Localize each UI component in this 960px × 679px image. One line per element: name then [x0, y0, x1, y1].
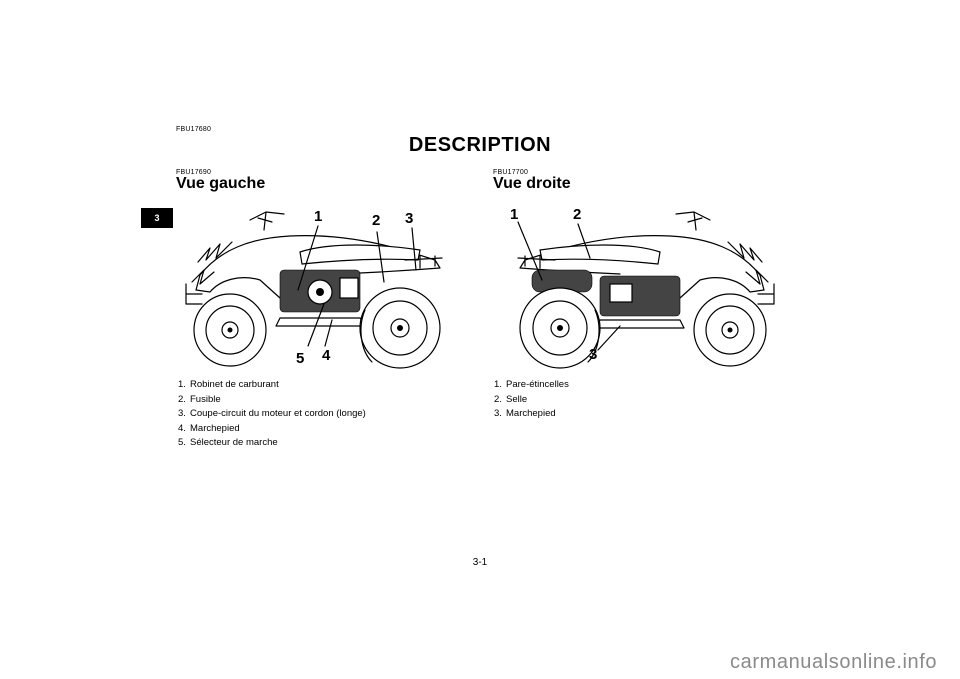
list-item: 5.Sélecteur de marche: [178, 436, 366, 451]
list-item: 2.Selle: [494, 393, 569, 408]
right-callout-3: 3: [589, 346, 597, 363]
left-callout-1: 1: [314, 208, 322, 225]
list-item: 1.Robinet de carburant: [178, 378, 366, 393]
list-item: 1.Pare-étincelles: [494, 378, 569, 393]
list-item: 3.Marchepied: [494, 407, 569, 422]
list-item: 3.Coupe-circuit du moteur et cordon (lon…: [178, 407, 366, 422]
list-item: 2.Fusible: [178, 393, 366, 408]
left-callout-2: 2: [372, 212, 380, 229]
left-section-heading: Vue gauche: [176, 175, 265, 193]
atv-right-view-illustration: [510, 200, 780, 375]
left-callout-5: 5: [296, 350, 304, 367]
chapter-tab[interactable]: 3: [141, 208, 173, 228]
right-callout-2: 2: [573, 206, 581, 223]
document-code: FBU17680: [176, 126, 211, 133]
right-callout-1: 1: [510, 206, 518, 223]
left-callout-4: 4: [322, 347, 330, 364]
left-callout-3: 3: [405, 210, 413, 227]
page-title: DESCRIPTION: [0, 134, 960, 157]
watermark: carmanualsonline.info: [730, 651, 937, 674]
right-section-heading: Vue droite: [493, 175, 571, 193]
left-legend-list: 1.Robinet de carburant 2.Fusible 3.Coupe…: [178, 378, 366, 451]
right-legend-list: 1.Pare-étincelles 2.Selle 3.Marchepied: [494, 378, 569, 422]
page-number: 3-1: [0, 557, 960, 568]
list-item: 4.Marchepied: [178, 422, 366, 437]
